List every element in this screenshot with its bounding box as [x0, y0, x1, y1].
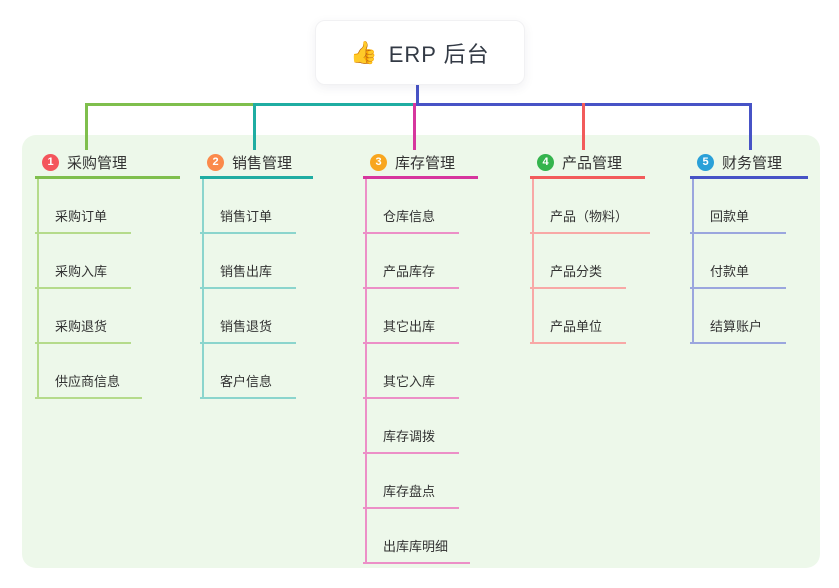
branch-product-label: 产品管理: [562, 154, 623, 172]
node-receipt-bill[interactable]: 回款单: [690, 179, 786, 234]
connector-drop-branch-1: [85, 103, 88, 150]
branch-finance: 5 财务管理 回款单 付款单 结算账户: [690, 148, 808, 344]
branch-finance-header[interactable]: 5 财务管理: [690, 148, 808, 179]
connector-drop-branch-5: [749, 103, 752, 150]
node-product-category[interactable]: 产品分类: [530, 234, 626, 289]
node-sales-order[interactable]: 销售订单: [200, 179, 296, 234]
node-outbound-detail[interactable]: 出库库明细: [363, 509, 471, 564]
connector-drop-branch-2: [253, 103, 256, 150]
branch-purchase: 1 采购管理 采购订单 采购入库 采购退货 供应商信息: [35, 148, 180, 399]
branch-product-header[interactable]: 4 产品管理: [530, 148, 645, 179]
node-payment-bill[interactable]: 付款单: [690, 234, 786, 289]
branch-inventory-label: 库存管理: [395, 154, 456, 172]
branch-sales-items: 销售订单 销售出库 销售退货 客户信息: [200, 179, 313, 399]
badge-number-1: 1: [42, 153, 59, 171]
connector-drop-branch-3: [413, 103, 416, 150]
badge-number-2: 2: [207, 153, 224, 171]
thumbs-up-icon: 👍: [350, 39, 379, 65]
connector-bus-segment-1: [85, 103, 256, 106]
node-supplier-info[interactable]: 供应商信息: [35, 344, 143, 399]
badge-number-4: 4: [537, 153, 554, 171]
node-warehouse-info[interactable]: 仓库信息: [363, 179, 459, 234]
node-other-inbound[interactable]: 其它入库: [363, 344, 459, 399]
branches-panel: [22, 135, 820, 568]
root-node-erp-backend[interactable]: 👍 ERP 后台: [315, 20, 525, 85]
branch-finance-items: 回款单 付款单 结算账户: [690, 179, 808, 344]
node-product-material[interactable]: 产品（物料）: [530, 179, 651, 234]
branch-finance-label: 财务管理: [722, 154, 783, 172]
node-stock-transfer[interactable]: 库存调拨: [363, 399, 459, 454]
branch-inventory-header[interactable]: 3 库存管理: [363, 148, 478, 179]
node-other-outbound[interactable]: 其它出库: [363, 289, 459, 344]
branch-purchase-label: 采购管理: [67, 154, 128, 172]
node-product-unit[interactable]: 产品单位: [530, 289, 626, 344]
connector-drop-branch-4: [582, 103, 585, 150]
badge-number-3: 3: [370, 153, 387, 171]
branch-product: 4 产品管理 产品（物料） 产品分类 产品单位: [530, 148, 651, 344]
connector-bus-segment-2: [253, 103, 419, 106]
badge-number-5: 5: [697, 153, 714, 171]
node-customer-info[interactable]: 客户信息: [200, 344, 296, 399]
branch-purchase-header[interactable]: 1 采购管理: [35, 148, 180, 179]
branch-inventory: 3 库存管理 仓库信息 产品库存 其它出库 其它入库 库存调拨 库存盘点 出库库…: [363, 148, 478, 564]
node-purchase-return[interactable]: 采购退货: [35, 289, 131, 344]
root-node-title: ERP 后台: [388, 41, 490, 67]
branch-sales: 2 销售管理 销售订单 销售出库 销售退货 客户信息: [200, 148, 313, 399]
node-settlement-account[interactable]: 结算账户: [690, 289, 786, 344]
branch-sales-header[interactable]: 2 销售管理: [200, 148, 313, 179]
branch-sales-label: 销售管理: [232, 154, 293, 172]
node-stock-count[interactable]: 库存盘点: [363, 454, 459, 509]
branch-product-items: 产品（物料） 产品分类 产品单位: [530, 179, 651, 344]
node-purchase-inbound[interactable]: 采购入库: [35, 234, 131, 289]
node-product-stock[interactable]: 产品库存: [363, 234, 459, 289]
node-sales-outbound[interactable]: 销售出库: [200, 234, 296, 289]
connector-root-drop: [416, 83, 419, 106]
node-sales-return[interactable]: 销售退货: [200, 289, 296, 344]
branch-purchase-items: 采购订单 采购入库 采购退货 供应商信息: [35, 179, 180, 399]
node-purchase-order[interactable]: 采购订单: [35, 179, 131, 234]
branch-inventory-items: 仓库信息 产品库存 其它出库 其它入库 库存调拨 库存盘点 出库库明细: [363, 179, 478, 564]
